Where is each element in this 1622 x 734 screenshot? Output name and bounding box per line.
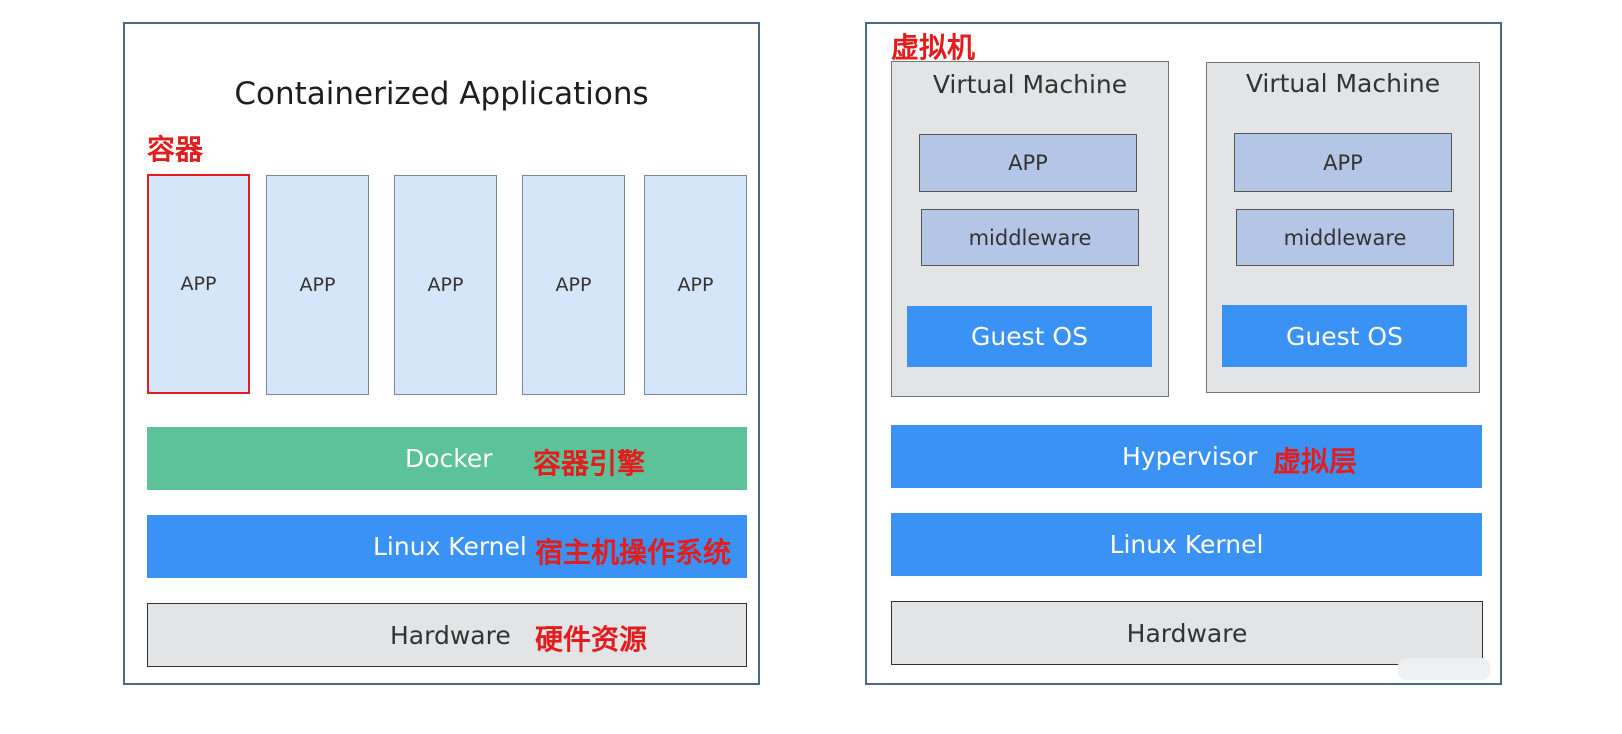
hypervisor-label: Hypervisor	[1122, 442, 1258, 471]
docker-note: 容器引擎	[533, 447, 646, 480]
virtual-machine-1: Virtual Machine APP middleware Guest OS	[891, 61, 1169, 397]
guest-os-box: Guest OS	[907, 306, 1152, 367]
hypervisor-layer: Hypervisor	[891, 425, 1482, 488]
hardware-label: Hardware	[390, 620, 511, 650]
linux-kernel-layer: Linux Kernel	[891, 513, 1482, 576]
app-container-4: APP	[522, 175, 625, 395]
app-container-2: APP	[266, 175, 369, 395]
docker-label: Docker	[405, 444, 493, 473]
app-container-3: APP	[394, 175, 497, 395]
guest-os-box: Guest OS	[1222, 305, 1467, 367]
vm-architecture-panel: 虚拟机 Virtual Machine APP middleware Guest…	[865, 22, 1502, 685]
panel-title: Containerized Applications	[234, 76, 649, 112]
container-label: 容器	[147, 133, 204, 166]
vm-label: 虚拟机	[891, 31, 976, 64]
vm-middleware-box: middleware	[1236, 209, 1454, 266]
hardware-layer: Hardware	[147, 603, 747, 667]
container-architecture-panel: Containerized Applications 容器 APP APP AP…	[123, 22, 760, 685]
hardware-layer: Hardware	[891, 601, 1483, 665]
app-container-1: APP	[147, 174, 250, 394]
watermark-smudge	[1398, 658, 1490, 680]
hypervisor-note: 虚拟层	[1273, 445, 1358, 478]
vm-title: Virtual Machine	[1245, 69, 1441, 98]
vm-app-box: APP	[1234, 133, 1452, 192]
vm-title: Virtual Machine	[932, 70, 1128, 99]
virtual-machine-2: Virtual Machine APP middleware Guest OS	[1206, 62, 1480, 393]
linux-kernel-label: Linux Kernel	[373, 532, 527, 561]
linux-kernel-layer: Linux Kernel	[147, 515, 747, 578]
hardware-note: 硬件资源	[535, 623, 648, 656]
vm-app-box: APP	[919, 134, 1137, 192]
vm-middleware-box: middleware	[921, 209, 1139, 266]
linux-kernel-note: 宿主机操作系统	[535, 536, 732, 569]
app-container-5: APP	[644, 175, 747, 395]
docker-layer: Docker	[147, 427, 747, 490]
